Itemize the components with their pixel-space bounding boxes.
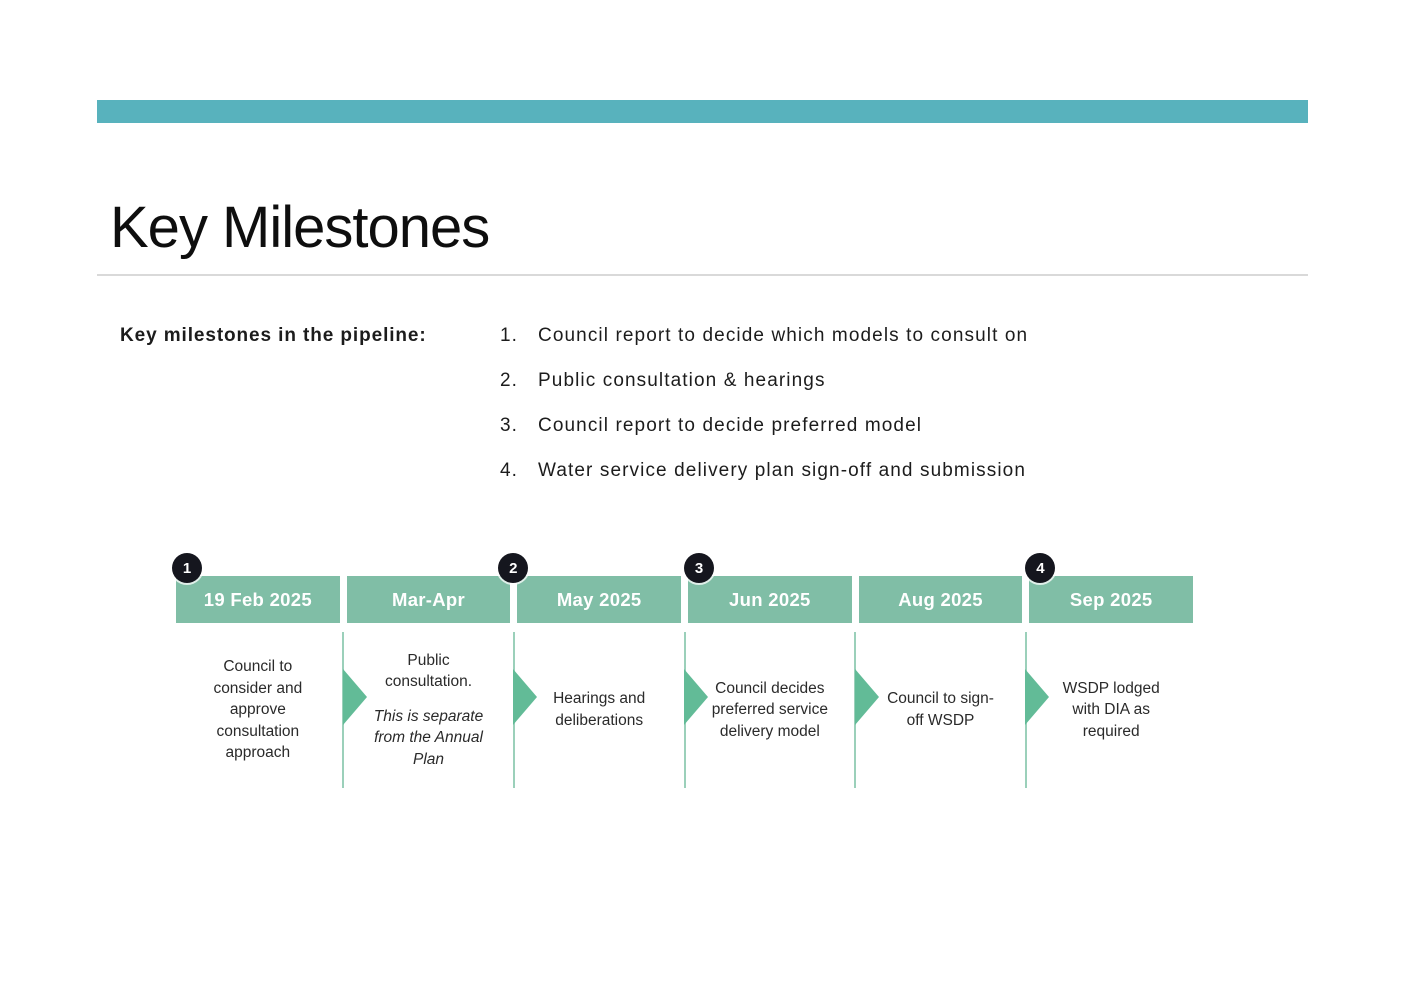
top-accent-bar bbox=[97, 100, 1308, 123]
item-text: Water service delivery plan sign-off and… bbox=[538, 460, 1027, 481]
arrow-right-icon bbox=[342, 669, 367, 726]
stage-description: Hearings and deliberations bbox=[553, 690, 646, 729]
stage-description-cell: WSDP lodged with DIA as required bbox=[1024, 631, 1193, 789]
stage-date: Jun 2025 bbox=[729, 588, 811, 610]
stage-note: This is separate from the Annual Plan bbox=[373, 707, 484, 768]
stage-description-cell: Council to sign-off WSDP bbox=[854, 631, 1023, 789]
item-text: Council report to decide which models to… bbox=[538, 325, 1029, 346]
page-title: Key Milestones bbox=[110, 194, 490, 260]
stage-date: 19 Feb 2025 bbox=[203, 588, 312, 610]
stage-description-cell: Public consultation. This is separate fr… bbox=[342, 631, 511, 789]
list-item: 4. Water service delivery plan sign-off … bbox=[500, 457, 1028, 484]
stage-date: Mar-Apr bbox=[391, 588, 466, 610]
list-item: 1. Council report to decide which models… bbox=[500, 322, 1028, 349]
item-text: Council report to decide preferred model bbox=[538, 415, 923, 436]
stage-date: May 2025 bbox=[556, 588, 642, 610]
arrow-right-icon bbox=[684, 669, 709, 726]
stage-date-bar: 1 19 Feb 2025 bbox=[172, 553, 340, 623]
timeline-description-row: Council to consider and approve consulta… bbox=[176, 631, 1193, 789]
stage-description-cell: Council decides preferred service delive… bbox=[683, 631, 852, 789]
pipeline-list: 1. Council report to decide which models… bbox=[500, 322, 1028, 502]
stage-badge: 4 bbox=[1025, 553, 1056, 583]
list-item: 2. Public consultation & hearings bbox=[500, 367, 1028, 394]
stage-badge: 3 bbox=[684, 553, 715, 583]
item-number: 2. bbox=[500, 370, 519, 391]
pipeline-summary: Key milestones in the pipeline: 1. Counc… bbox=[120, 322, 1300, 502]
pipeline-label: Key milestones in the pipeline: bbox=[120, 325, 427, 346]
title-divider bbox=[97, 274, 1308, 276]
stage-description-cell: Council to consider and approve consulta… bbox=[176, 631, 340, 789]
stage-date-bar: 2 May 2025 bbox=[498, 553, 682, 623]
stage-date-bar: 3 Jun 2025 bbox=[684, 553, 852, 623]
milestone-timeline: 1 19 Feb 2025 Mar-Apr 2 May 2025 3 Jun 2… bbox=[172, 550, 1194, 789]
stage-date: Aug 2025 bbox=[898, 588, 983, 610]
list-item: 3. Council report to decide preferred mo… bbox=[500, 412, 1028, 439]
timeline-date-row: 1 19 Feb 2025 Mar-Apr 2 May 2025 3 Jun 2… bbox=[172, 553, 1194, 623]
stage-date: Sep 2025 bbox=[1069, 588, 1153, 610]
item-number: 1. bbox=[500, 325, 519, 346]
stage-description: WSDP lodged with DIA as required bbox=[1062, 679, 1160, 740]
stage-badge: 1 bbox=[172, 553, 202, 583]
stage-description: Council to sign-off WSDP bbox=[887, 690, 994, 729]
stage-description: Council decides preferred service delive… bbox=[711, 679, 828, 740]
arrow-right-icon bbox=[513, 669, 538, 726]
item-number: 3. bbox=[500, 415, 519, 436]
stage-date-bar: Mar-Apr bbox=[346, 576, 511, 623]
arrow-right-icon bbox=[854, 669, 879, 726]
stage-date-bar: 4 Sep 2025 bbox=[1025, 553, 1194, 623]
stage-date-bar: Aug 2025 bbox=[858, 576, 1023, 623]
item-text: Public consultation & hearings bbox=[538, 370, 826, 391]
item-number: 4. bbox=[500, 460, 519, 481]
stage-description-cell: Hearings and deliberations bbox=[512, 631, 681, 789]
stage-description: Council to consider and approve consulta… bbox=[213, 658, 303, 762]
stage-description: Public consultation. bbox=[384, 651, 473, 691]
arrow-right-icon bbox=[1025, 669, 1050, 726]
stage-badge: 2 bbox=[498, 553, 529, 583]
